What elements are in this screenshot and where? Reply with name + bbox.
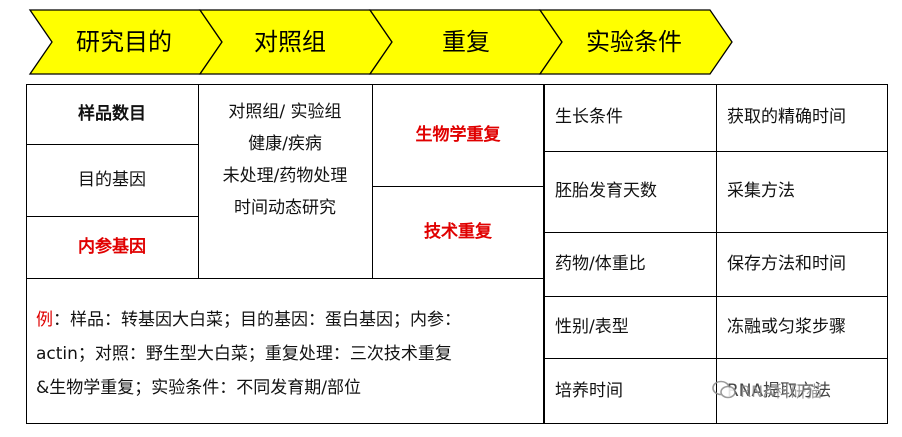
control-group-list: 对照组/ 实验组 健康/疾病 未处理/药物处理 时间动态研究	[198, 96, 372, 224]
step-1-label: 研究目的	[76, 28, 172, 56]
technical-repeat-cell: 技术重复	[424, 221, 492, 242]
conditions-row-divider	[544, 232, 888, 233]
condition-cell: 胚胎发育天数	[555, 181, 657, 201]
control-item: 未处理/药物处理	[222, 166, 348, 186]
left-table	[26, 84, 544, 424]
biological-repeat-cell: 生物学重复	[415, 124, 501, 145]
step-3-label: 重复	[442, 28, 490, 56]
conditions-col-divider	[716, 84, 717, 424]
condition-cell: 培养时间	[555, 380, 623, 401]
watermark: RNA科研猫	[712, 378, 822, 402]
condition-cell: 保存方法和时间	[727, 253, 846, 274]
step-2-label: 对照组	[254, 28, 326, 56]
condition-cell: 冻融或匀浆步骤	[727, 316, 846, 337]
control-item: 对照组/ 实验组	[228, 102, 342, 122]
conditions-row-divider	[544, 358, 888, 359]
example-line: &生物学重复；实验条件：不同发育期/部位	[36, 378, 361, 398]
step-4-label: 实验条件	[586, 28, 682, 56]
row-divider-2	[26, 216, 198, 217]
conditions-row-divider	[544, 296, 888, 297]
condition-cell: 药物/体重比	[555, 253, 646, 274]
condition-cell: 生长条件	[555, 107, 623, 127]
mid-col-divider	[372, 84, 373, 278]
condition-cell: RNA提取方法	[727, 380, 832, 401]
control-item: 健康/疾病	[248, 134, 322, 154]
repeat-divider	[372, 186, 544, 187]
condition-cell: 采集方法	[727, 181, 795, 201]
sample-count-cell: 样品数目	[78, 103, 146, 124]
target-gene-cell: 目的基因	[78, 169, 146, 190]
example-marker: 例	[36, 310, 53, 330]
left-col-divider	[198, 84, 199, 278]
watermark-text: RNA科研猫	[740, 382, 823, 401]
example-line: actin；对照：野生型大白菜；重复处理：三次技术重复	[36, 344, 452, 364]
step-4-chevron	[538, 9, 733, 75]
workflow-chevrons: 研究目的 对照组 重复 实验条件	[28, 9, 733, 75]
condition-cell: 性别/表型	[555, 316, 629, 337]
condition-cell: 获取的精确时间	[727, 107, 846, 127]
control-item: 时间动态研究	[234, 198, 336, 218]
reference-gene-cell: 内参基因	[78, 236, 146, 257]
row-divider-1	[26, 144, 198, 145]
conditions-row-divider	[544, 151, 888, 152]
example-text: 例：样品：转基因大白菜；目的基因：蛋白基因；内参： actin；对照：野生型大白…	[36, 303, 536, 405]
left-table-divider	[26, 278, 544, 279]
wechat-icon	[712, 380, 736, 399]
example-line: 例：样品：转基因大白菜；目的基因：蛋白基因；内参：	[36, 310, 461, 330]
